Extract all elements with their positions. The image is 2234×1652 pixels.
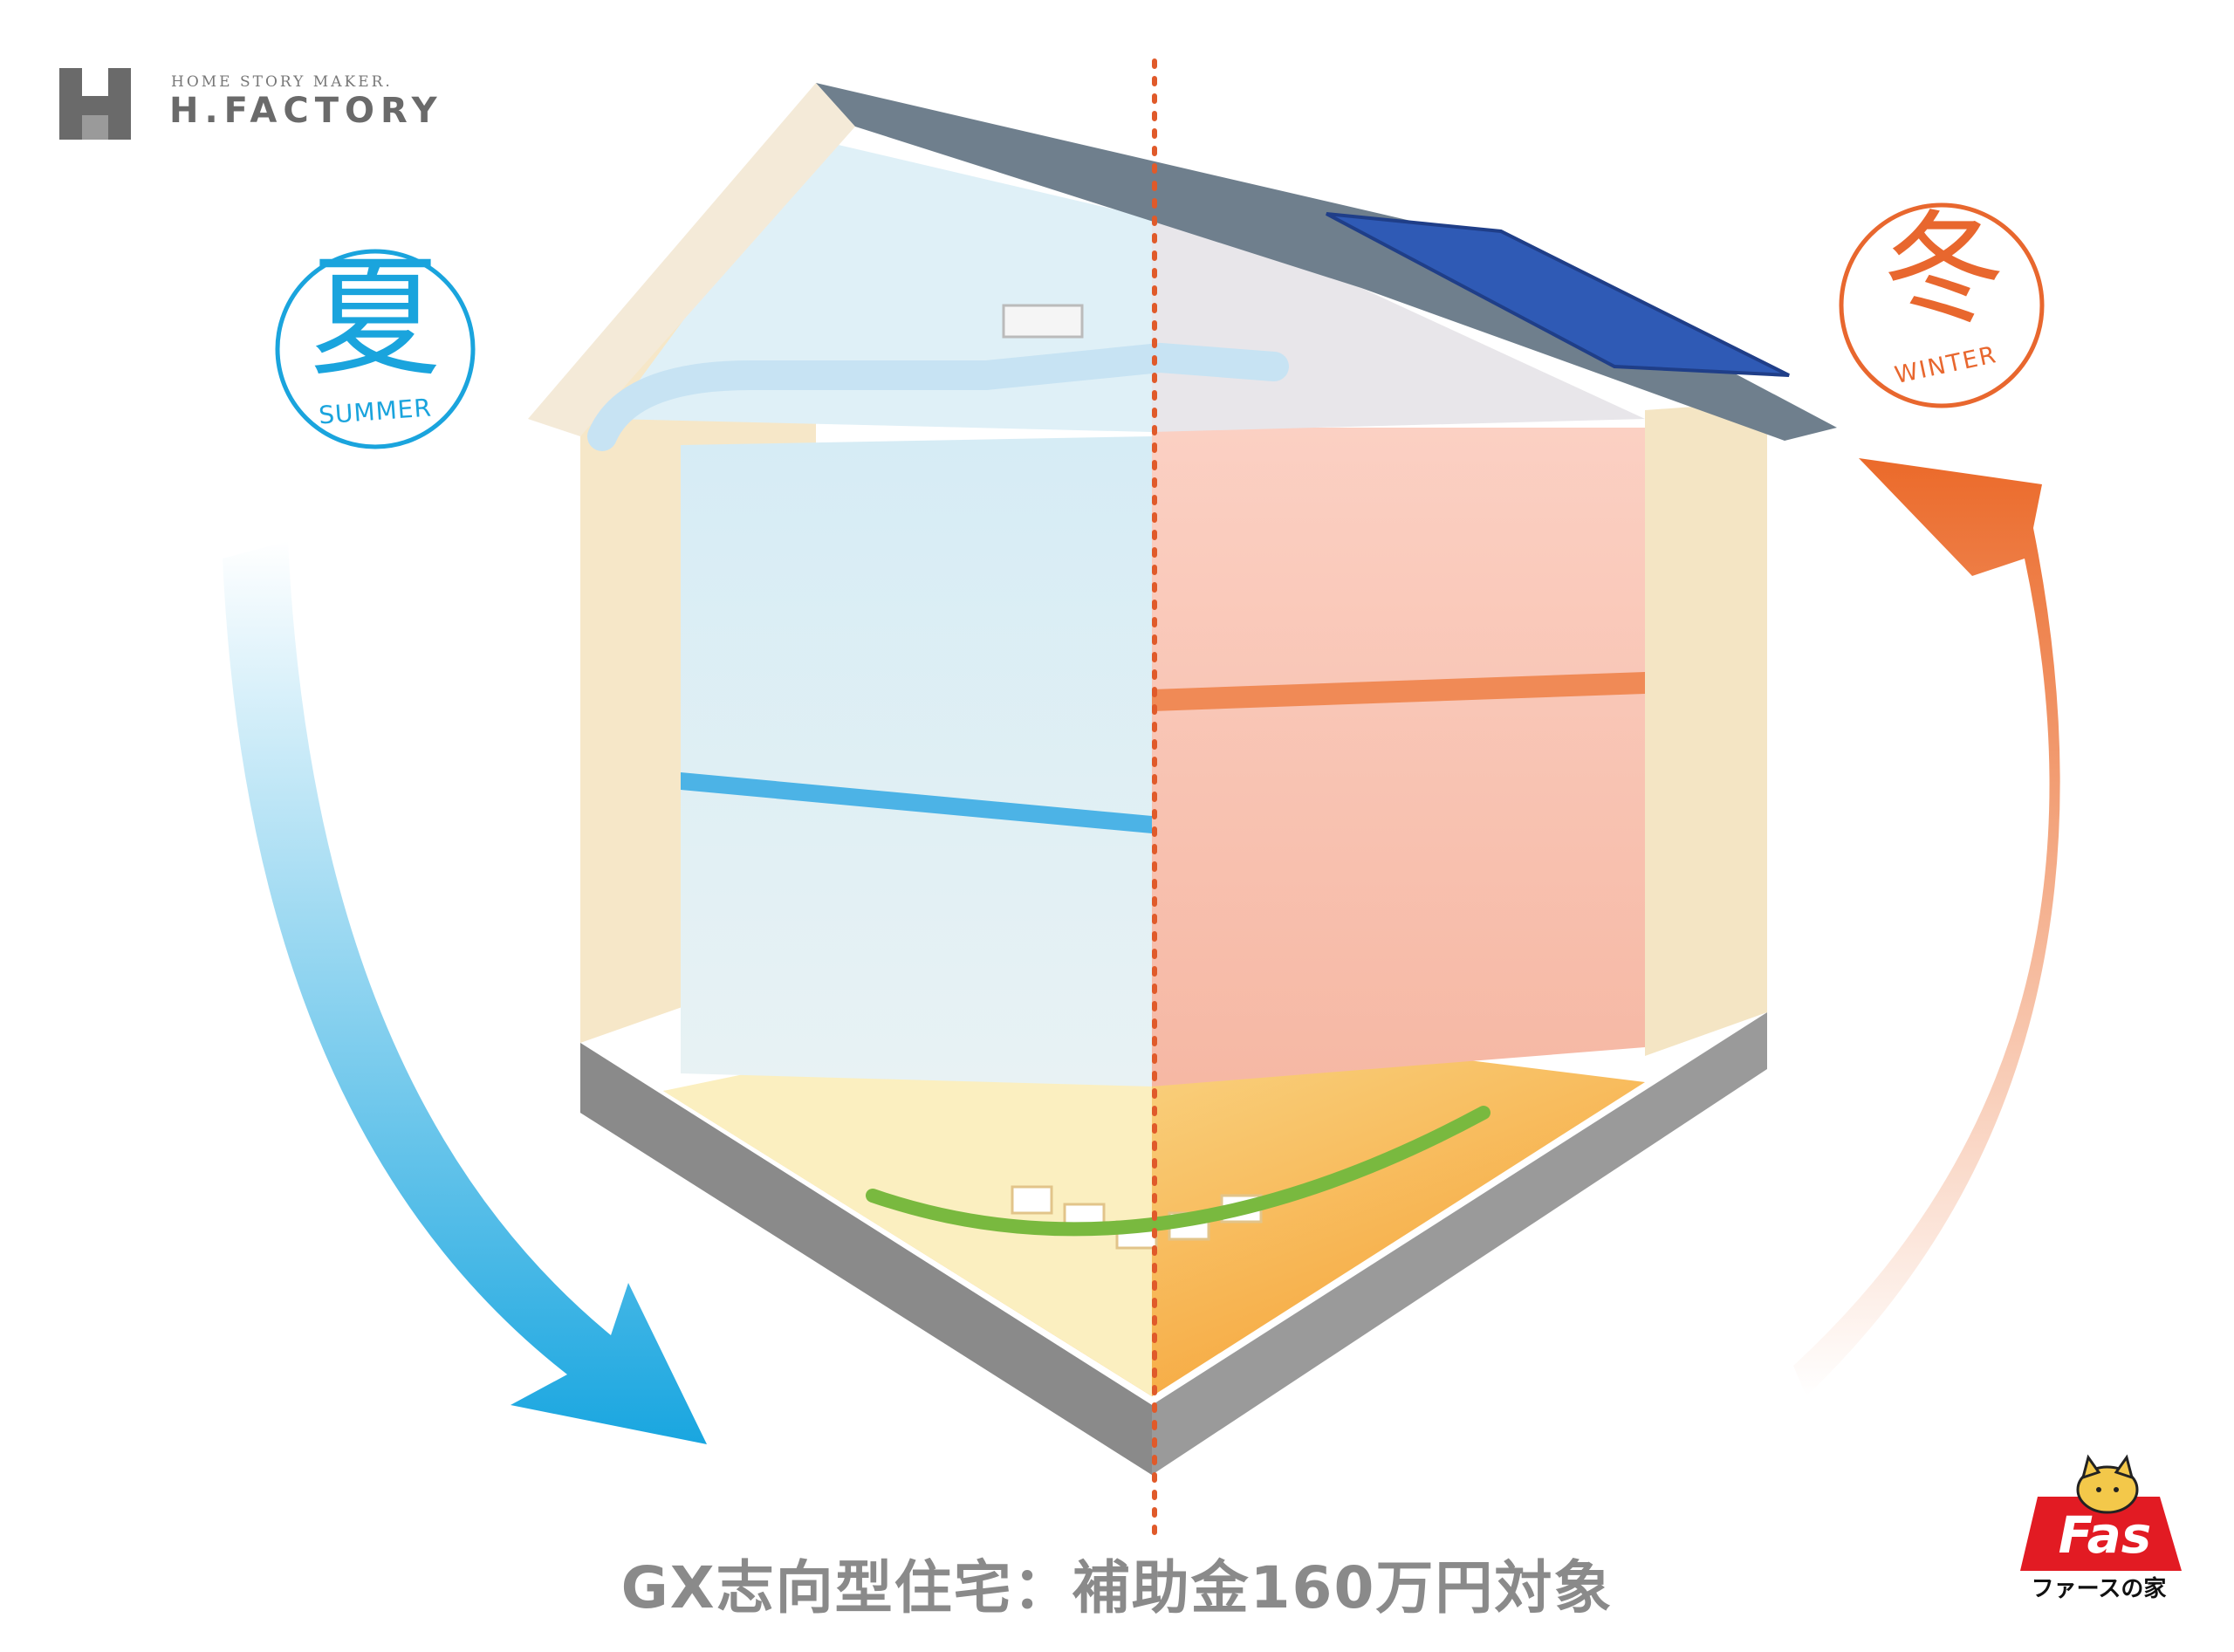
caption: GX志向型住宅：補助金160万円対象: [620, 1554, 1614, 1621]
summer-cooling-arrow: [223, 541, 707, 1444]
roof: [816, 83, 1837, 441]
cat-mascot-icon: [2076, 1454, 2139, 1514]
winter-heating-arrow: [1793, 458, 2060, 1396]
house-wall-right: [1645, 401, 1767, 1056]
summer-interior: [681, 436, 1152, 1086]
winter-kanji: 冬: [1882, 199, 2005, 341]
fas-text: Fas: [2058, 1505, 2152, 1565]
winter-badge: [1839, 202, 2045, 408]
summer-kanji: 夏: [309, 243, 441, 394]
brand-logo: [59, 68, 131, 140]
air-flow-arrow: [866, 1106, 1490, 1237]
brand-name: H.FACTORY: [169, 91, 443, 131]
winter-interior: [1152, 428, 1645, 1086]
roof-left: [528, 83, 855, 436]
h-logo-icon: [59, 68, 131, 140]
fas-subtitle: ファースの家: [2031, 1576, 2167, 1602]
summer-badge: [275, 249, 476, 449]
fas-logo: [2020, 1454, 2182, 1571]
brand-tagline: HOME STORY MAKER.: [171, 73, 393, 91]
ventilation-duct: [587, 342, 1289, 451]
air-conditioner-icon: [1002, 304, 1084, 339]
solar-panel-icon: [1326, 212, 1790, 377]
